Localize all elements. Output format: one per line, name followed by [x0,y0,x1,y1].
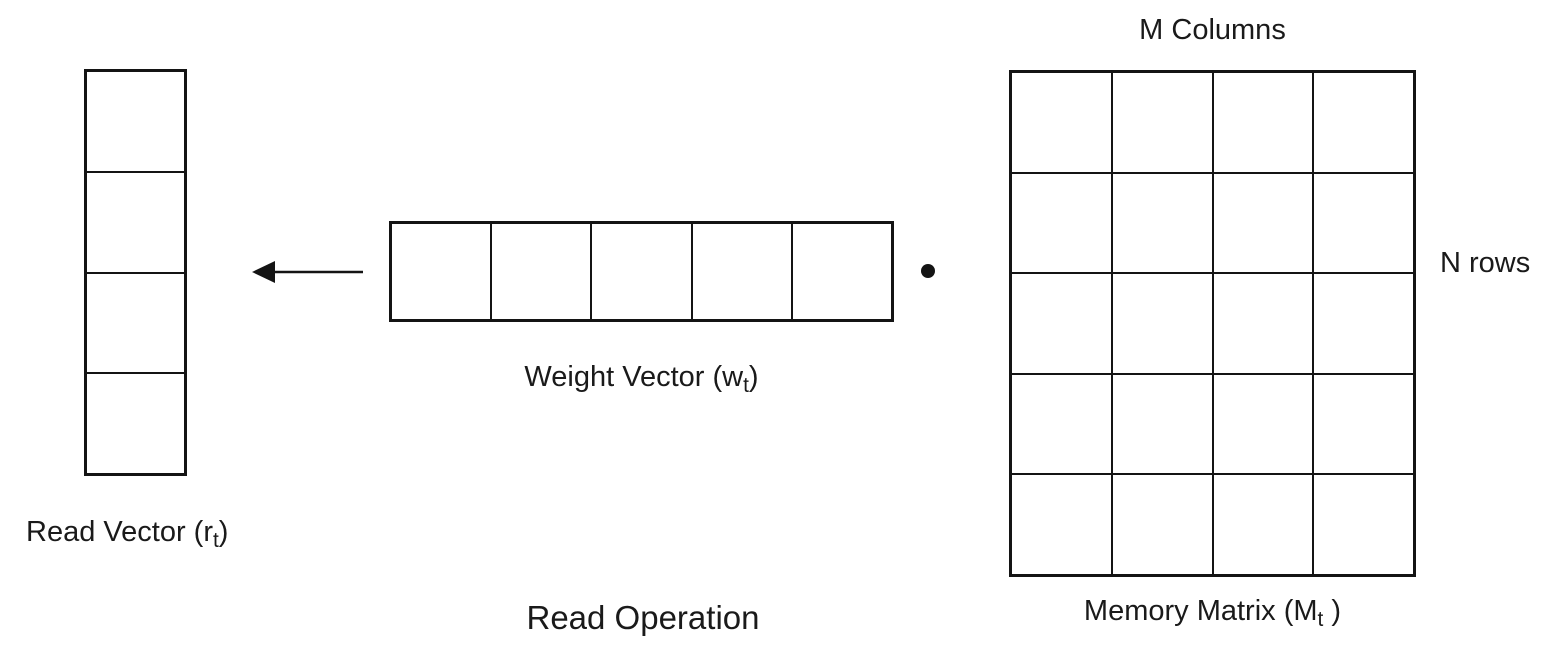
grid-cell [1313,474,1414,575]
grid-cell [1313,172,1414,274]
grid-cell [1212,172,1314,274]
grid-cell [1313,273,1414,374]
grid-cell [1011,72,1112,173]
weight-vector-label-post: ) [748,361,759,393]
grid-cell [1313,373,1414,475]
memory-matrix-grid [1009,70,1416,577]
grid-cell [1011,474,1112,575]
grid-cell [1111,172,1213,274]
grid-cell [591,223,692,320]
memory-matrix-label: Memory Matrix (Mt ) [1009,594,1416,637]
grid-cell [1011,273,1112,374]
read-vector-label-post: ) [218,516,229,548]
grid-cell [691,223,792,320]
grid-cell [391,223,492,320]
grid-cell [1011,172,1112,274]
read-vector-grid [84,69,187,476]
grid-cell [86,71,185,172]
n-rows-label: N rows [1440,247,1531,279]
grid-cell [86,171,185,273]
grid-cell [1212,373,1314,475]
grid-cell [1212,474,1314,575]
memory-matrix-label-sub: t [1317,607,1324,631]
grid-cell [1313,72,1414,173]
dot-product-operator [921,264,935,278]
read-vector-label-pre: Read Vector (r [26,516,213,548]
weight-vector-label-pre: Weight Vector (w [524,361,744,393]
grid-cell [1011,373,1112,475]
read-vector-label: Read Vector (rt) [26,515,228,558]
grid-cell [1111,72,1213,173]
grid-cell [86,272,185,374]
grid-cell [1111,273,1213,374]
m-columns-label: M Columns [1139,14,1286,46]
grid-cell [86,373,185,474]
memory-matrix-label-pre: Memory Matrix (M [1083,595,1318,627]
grid-cell [1212,72,1314,173]
grid-cell [1111,474,1213,575]
arrow-left-icon [252,261,363,283]
memory-matrix-label-post: ) [1323,595,1342,627]
weight-vector-label: Weight Vector (wt) [389,360,894,403]
weight-vector-label-sub: t [743,373,749,397]
weight-vector-grid [389,221,894,322]
grid-cell [1111,373,1213,475]
grid-cell [1212,273,1314,374]
diagram-title: Read Operation [526,599,760,636]
grid-cell [791,223,892,320]
grid-cell [491,223,592,320]
read-vector-label-sub: t [212,528,219,552]
